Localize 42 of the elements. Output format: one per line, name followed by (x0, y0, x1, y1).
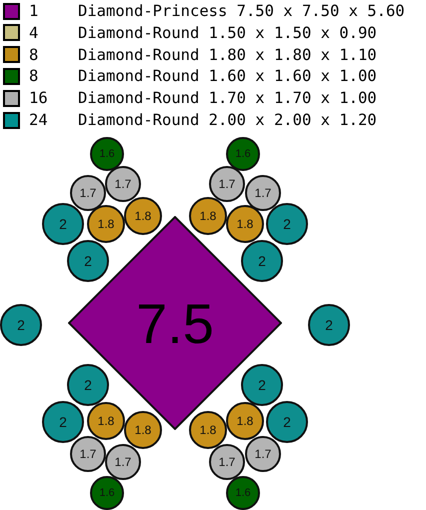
round-stone: 1.8 (124, 197, 162, 235)
round-stone: 1.7 (105, 166, 141, 202)
stone-count: 24 (29, 111, 48, 129)
round-stone: 2 (266, 203, 308, 245)
round-stone: 2 (241, 240, 283, 282)
round-stone: 2 (67, 364, 109, 406)
round-stone: 1.6 (90, 476, 124, 510)
round-stone: 2 (42, 401, 84, 443)
legend-text: Diamond-Round 1.60 x 1.60 x 1.00 (78, 67, 377, 86)
round-stone: 1.6 (226, 137, 260, 171)
round-stone: 1.7 (245, 175, 281, 211)
round-stone: 2 (308, 304, 350, 346)
round-stone: 1.7 (105, 444, 141, 480)
round-stone: 1.8 (189, 197, 227, 235)
round-stone: 1.8 (226, 402, 264, 440)
round-stone: 1.7 (209, 444, 245, 480)
round-stone: 1.8 (124, 411, 162, 449)
round-stone: 2 (42, 203, 84, 245)
stone-count: 8 (29, 46, 38, 64)
legend-text: Diamond-Round 1.80 x 1.80 x 1.10 (78, 46, 377, 64)
round-stone: 1.8 (189, 411, 227, 449)
round-stone: 1.6 (226, 476, 260, 510)
legend-text: Diamond-Princess 7.50 x 7.50 x 5.60 (78, 2, 405, 20)
round-stone: 1.7 (209, 166, 245, 202)
legend-text: Diamond-Round 2.00 x 2.00 x 1.20 (78, 111, 377, 129)
legend-text: Diamond-Round 1.70 x 1.70 x 1.00 (78, 89, 377, 108)
stone-count: 16 (29, 89, 48, 108)
round-stone: 2 (266, 401, 308, 443)
stone-count: 1 (29, 2, 38, 20)
stone-count: 8 (29, 67, 38, 86)
round-stone: 2 (67, 240, 109, 282)
stone-count: 4 (29, 24, 38, 42)
round-stone: 1.7 (70, 175, 106, 211)
round-stone: 1.8 (226, 205, 264, 243)
round-stone: 1.7 (245, 436, 281, 472)
round-stone: 1.6 (90, 137, 124, 171)
round-stone: 1.8 (87, 205, 125, 243)
round-stone: 2 (0, 304, 42, 346)
round-stone: 1.8 (87, 402, 125, 440)
round-stone: 2 (241, 364, 283, 406)
legend-text: Diamond-Round 1.50 x 1.50 x 0.90 (78, 24, 377, 42)
round-stone: 1.7 (70, 436, 106, 472)
